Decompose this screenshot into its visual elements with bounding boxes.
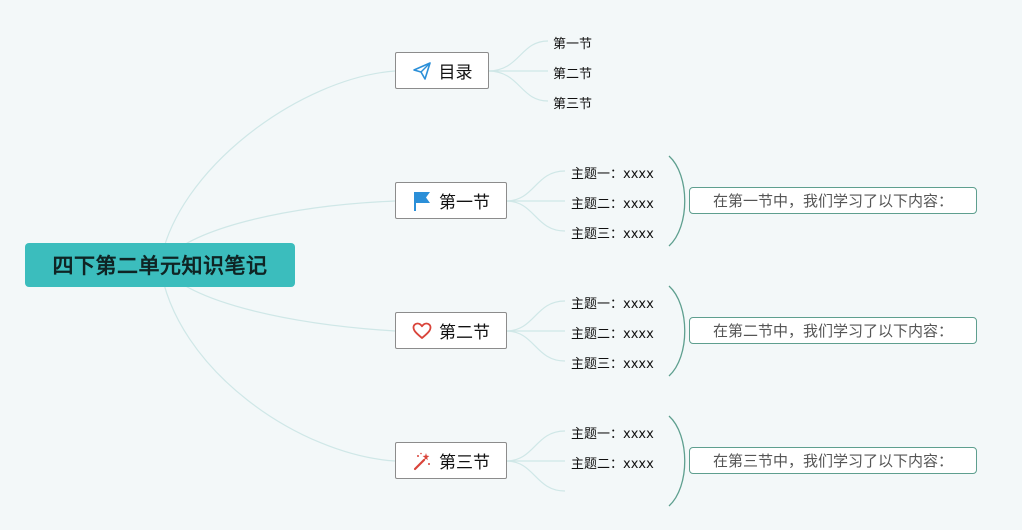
root-topic-label: 四下第二单元知识笔记 <box>52 254 268 278</box>
toc-item-2[interactable]: 第二节 <box>553 67 593 82</box>
section-3-node[interactable]: 第三节 <box>395 442 507 479</box>
section-3-label: 第三节 <box>439 453 490 473</box>
magic-wand-icon <box>412 451 432 471</box>
section-3-topic-2[interactable]: 主题二：xxxx <box>571 457 654 472</box>
section-3-summary-text: 在第三节中，我们学习了以下内容： <box>712 452 953 470</box>
section-1-topic-1[interactable]: 主题一：xxxx <box>571 167 654 182</box>
section-1-topic-2[interactable]: 主题二：xxxx <box>571 197 654 212</box>
section-3-summary[interactable]: 在第三节中，我们学习了以下内容： <box>689 447 977 474</box>
toc-item-1[interactable]: 第一节 <box>553 37 593 52</box>
section-2-node[interactable]: 第二节 <box>395 312 507 349</box>
section-2-summary[interactable]: 在第二节中，我们学习了以下内容： <box>689 317 977 344</box>
section-3-topic-1[interactable]: 主题一：xxxx <box>571 427 654 442</box>
section-1-node[interactable]: 第一节 <box>395 182 507 219</box>
section-1-summary[interactable]: 在第一节中，我们学习了以下内容： <box>689 187 977 214</box>
section-1-topic-3[interactable]: 主题三：xxxx <box>571 227 654 242</box>
toc-node[interactable]: 目录 <box>395 52 489 89</box>
section-2-label: 第二节 <box>439 323 490 343</box>
heart-icon <box>412 322 432 340</box>
paper-plane-icon <box>412 61 432 81</box>
section-2-topic-1[interactable]: 主题一：xxxx <box>571 297 654 312</box>
section-1-summary-text: 在第一节中，我们学习了以下内容： <box>712 192 953 210</box>
toc-item-3[interactable]: 第三节 <box>553 97 593 112</box>
toc-node-label: 目录 <box>438 63 473 83</box>
section-2-topic-3[interactable]: 主题三：xxxx <box>571 357 654 372</box>
section-1-label: 第一节 <box>439 193 490 213</box>
root-topic[interactable]: 四下第二单元知识笔记 <box>25 243 295 287</box>
section-2-topic-2[interactable]: 主题二：xxxx <box>571 327 654 342</box>
section-2-summary-text: 在第二节中，我们学习了以下内容： <box>712 322 953 340</box>
flag-icon <box>412 190 432 212</box>
